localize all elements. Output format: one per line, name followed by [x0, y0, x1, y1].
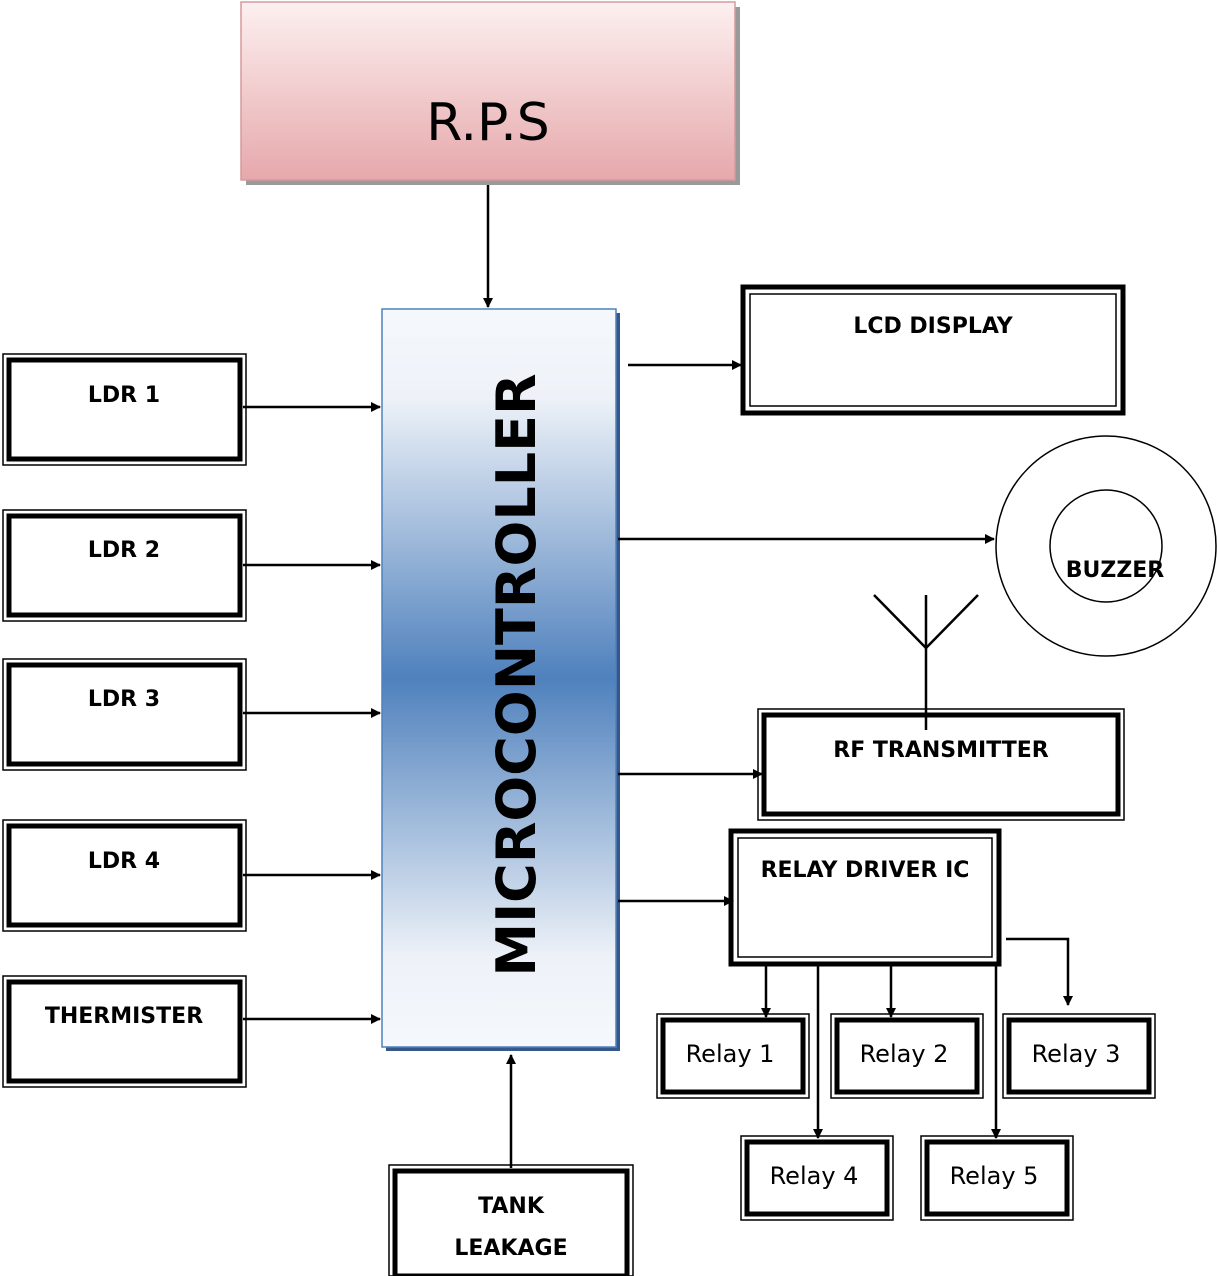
- relay-5-block: Relay 5: [920, 1135, 1074, 1221]
- tank-leakage-block: TANK LEAKAGE: [388, 1164, 634, 1276]
- buzzer-label: BUZZER: [1066, 558, 1165, 583]
- thermister-block: THERMISTER: [2, 975, 247, 1088]
- relay-driver-label: RELAY DRIVER IC: [761, 858, 970, 883]
- relay-1-block: Relay 1: [656, 1013, 810, 1099]
- ldr-1-block: LDR 1: [2, 353, 247, 466]
- relay-2-label: Relay 2: [860, 1040, 949, 1068]
- relay-4-block: Relay 4: [740, 1135, 894, 1221]
- thermister-label: THERMISTER: [45, 1004, 203, 1029]
- relay-5-label: Relay 5: [950, 1162, 1039, 1190]
- lcd-display-label: LCD DISPLAY: [853, 314, 1013, 339]
- lcd-display-block: LCD DISPLAY: [740, 284, 1126, 416]
- ldr-2-block: LDR 2: [2, 509, 247, 622]
- microcontroller-label: MICROCONTROLLER: [485, 373, 548, 976]
- relay-3-label: Relay 3: [1032, 1040, 1121, 1068]
- buzzer-block: BUZZER: [995, 435, 1217, 657]
- rps-block: R.P.S: [240, 1, 740, 185]
- ldr-1-label: LDR 1: [88, 383, 160, 408]
- rf-transmitter-label: RF TRANSMITTER: [833, 738, 1048, 763]
- relay-2-block: Relay 2: [830, 1013, 984, 1099]
- antenna-icon: [873, 594, 979, 730]
- ldr-3-label: LDR 3: [88, 687, 160, 712]
- rf-transmitter-block: RF TRANSMITTER: [757, 708, 1125, 821]
- relay-3-block: Relay 3: [1002, 1013, 1156, 1099]
- ldr-4-block: LDR 4: [2, 819, 247, 932]
- wire-driver-relay3: [1006, 937, 1073, 1006]
- tank-label-line1: TANK: [478, 1194, 545, 1219]
- ldr-4-label: LDR 4: [88, 849, 160, 874]
- relay-1-label: Relay 1: [686, 1040, 775, 1068]
- tank-label-line2: LEAKAGE: [454, 1236, 567, 1261]
- ldr-2-label: LDR 2: [88, 538, 160, 563]
- relay-driver-block: RELAY DRIVER IC: [728, 828, 1002, 967]
- ldr-3-block: LDR 3: [2, 658, 247, 771]
- relay-4-label: Relay 4: [770, 1162, 859, 1190]
- rps-label: R.P.S: [426, 93, 550, 153]
- microcontroller-block: MICROCONTROLLER: [381, 308, 620, 1051]
